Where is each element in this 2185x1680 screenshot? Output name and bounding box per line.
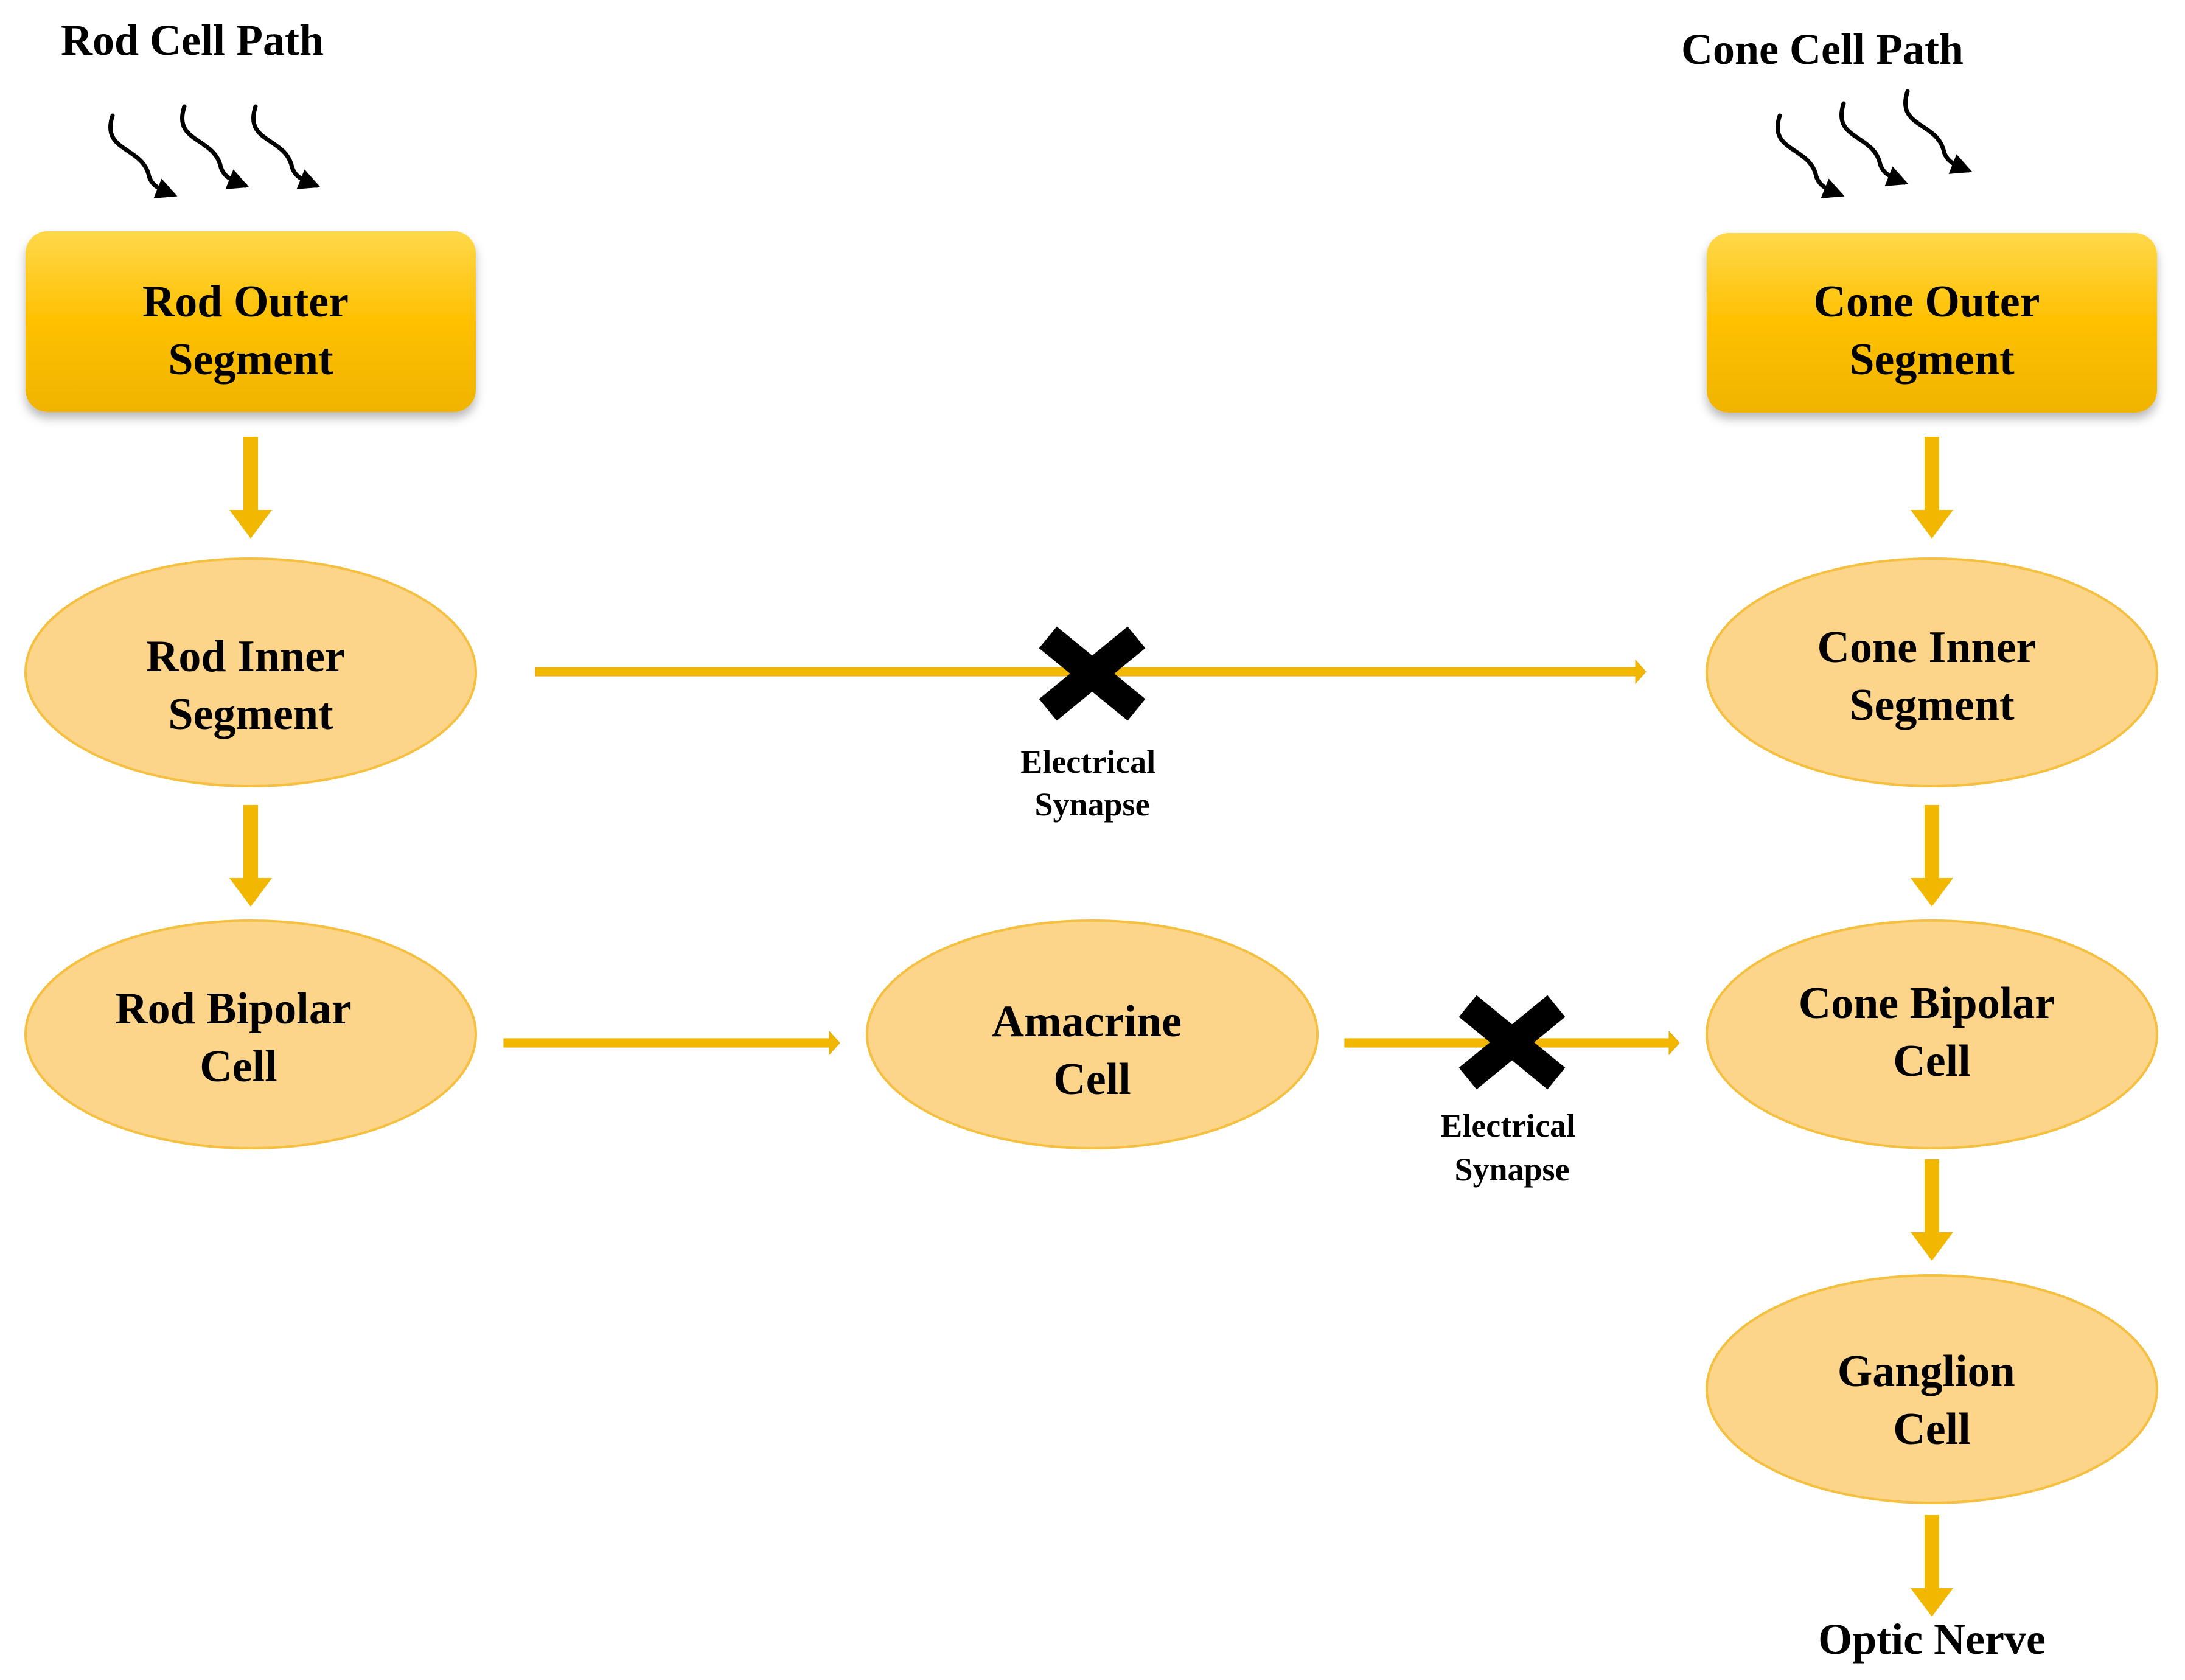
arrow-ganglion-to-optic-nerve xyxy=(1911,1515,1953,1617)
svg-text:Amacrine Cell: Amacrine Cell xyxy=(992,997,1193,1104)
arrow-cone-bipolar-to-ganglion xyxy=(1911,1159,1953,1261)
node-rod-bipolar-cell: Rod Bipolar Cell xyxy=(24,919,477,1149)
node-cone-inner-segment: Cone Inner Segment xyxy=(1706,557,2158,787)
node-ganglion-cell: Ganglion Cell xyxy=(1706,1274,2158,1504)
light-ray-icon xyxy=(1776,113,1845,198)
svg-text:Rod Inner Segment: Rod Inner Segment xyxy=(146,632,355,739)
synapse-label-top: Electrical Synapse xyxy=(1020,744,1163,823)
rod-light-rays-icon xyxy=(108,104,321,198)
arrow-rod-outer-to-inner xyxy=(229,437,272,539)
light-ray-icon xyxy=(1839,101,1909,186)
rod-path-title: Rod Cell Path xyxy=(61,16,324,64)
cone-path-title: Cone Cell Path xyxy=(1681,25,1964,74)
electrical-synapse-cross-icon xyxy=(1039,626,1146,721)
node-rod-outer-segment: Rod Outer Segment xyxy=(26,231,476,412)
vertical-arrows xyxy=(229,437,1953,1617)
light-ray-icon xyxy=(180,104,249,189)
arrow-rod-inner-to-bipolar xyxy=(229,805,272,907)
node-cone-outer-segment: Cone Outer Segment xyxy=(1707,233,2157,413)
arrow-rod-bipolar-to-amacrine xyxy=(503,1030,840,1056)
synapse-label-bottom: Electrical Synapse xyxy=(1440,1107,1583,1188)
cone-light-rays-icon xyxy=(1776,89,1973,198)
svg-text:Cone Outer Segment: Cone Outer Segment xyxy=(1813,277,2050,385)
light-ray-icon xyxy=(251,104,321,189)
optic-nerve-label: Optic Nerve xyxy=(1818,1615,2046,1664)
electrical-synapse-cross-icon xyxy=(1458,995,1566,1090)
arrow-cone-outer-to-inner xyxy=(1911,437,1953,539)
arrow-cone-inner-to-bipolar xyxy=(1911,805,1953,907)
node-cone-bipolar-cell: Cone Bipolar Cell xyxy=(1706,919,2158,1149)
svg-text:Ganglion Cell: Ganglion Cell xyxy=(1838,1347,2027,1454)
svg-text:Cone Bipolar Cell: Cone Bipolar Cell xyxy=(1799,978,2066,1086)
svg-text:Cone Inner Segment: Cone Inner Segment xyxy=(1817,622,2047,730)
svg-text:Rod Outer Segment: Rod Outer Segment xyxy=(142,277,359,385)
node-amacrine-cell: Amacrine Cell xyxy=(866,919,1319,1149)
svg-text:Rod Bipolar Cell: Rod Bipolar Cell xyxy=(115,984,362,1092)
light-ray-icon xyxy=(108,113,178,198)
node-rod-inner-segment: Rod Inner Segment xyxy=(24,557,477,787)
light-ray-icon xyxy=(1903,89,1973,174)
